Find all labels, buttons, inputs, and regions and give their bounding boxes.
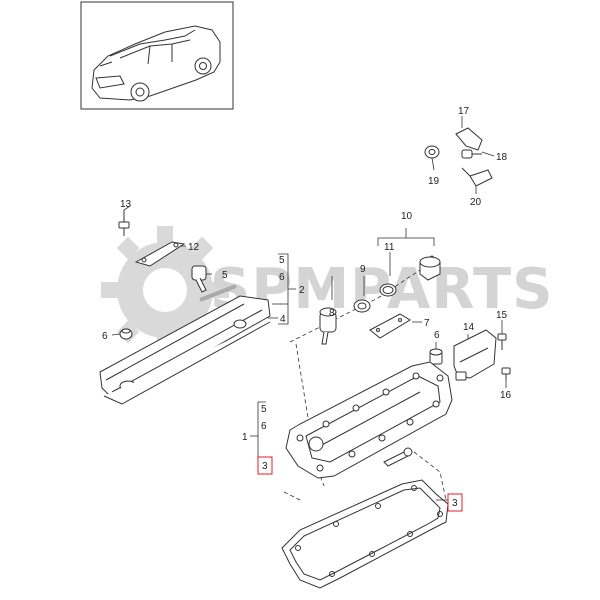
part-14-bracket [453, 329, 497, 381]
part-5-plug [191, 265, 207, 293]
callout-12: 12 [188, 242, 200, 253]
callout-20: 20 [470, 197, 482, 208]
callout-18: 18 [496, 152, 508, 163]
callout-3b: 3 [452, 498, 458, 509]
left-cover-ridge [199, 284, 237, 302]
callout-5a: 5 [222, 270, 228, 281]
vehicle-thumbnail [80, 1, 234, 110]
callout-14: 14 [463, 322, 475, 333]
highlight-callout-3a[interactable]: 3 [257, 456, 273, 475]
part-3-cover-gasket [281, 479, 449, 589]
part-9-ring-b [353, 299, 371, 313]
callout-17: 17 [458, 106, 470, 117]
part-9-seal-ring [379, 283, 397, 297]
part-1-valve-cover [285, 361, 453, 479]
callout-16: 16 [500, 390, 512, 401]
callout-6a: 6 [102, 331, 108, 342]
vehicle-icon [91, 25, 221, 102]
callout-19: 19 [428, 176, 440, 187]
highlight-callout-3b[interactable]: 3 [436, 493, 463, 512]
part-7-gasket [369, 313, 411, 339]
callout-7: 7 [424, 318, 430, 329]
callout-2: 2 [299, 285, 305, 296]
callout-6c: 6 [434, 330, 440, 341]
left-cover [99, 295, 271, 405]
callout-5c: 5 [261, 404, 267, 415]
callout-4: 4 [280, 314, 286, 325]
part-13-bolt [118, 210, 130, 236]
part-15-bolt [497, 333, 507, 350]
part-6-grommet [119, 328, 133, 340]
callout-6b: 6 [279, 272, 285, 283]
part-cover-stud [383, 447, 413, 467]
part-16-bolt [501, 367, 511, 380]
callout-10: 10 [401, 211, 413, 222]
part-8-valve [319, 307, 337, 345]
callout-8: 8 [329, 308, 335, 319]
callout-3a: 3 [262, 461, 268, 472]
part-20-sensor [461, 167, 493, 187]
callout-11: 11 [384, 242, 395, 253]
part-6-plug-right [429, 348, 443, 365]
callout-9: 9 [360, 264, 366, 275]
part-19-washer [424, 145, 440, 159]
part-10-oil-cap [419, 255, 441, 281]
callout-15: 15 [496, 310, 508, 321]
part-18-bolt [461, 149, 482, 159]
callout-6d: 6 [261, 421, 267, 432]
callout-1: 1 [242, 432, 248, 443]
part-12-bracket [134, 241, 186, 267]
callout-13: 13 [120, 199, 132, 210]
callout-5b: 5 [279, 255, 285, 266]
part-17-bracket [455, 127, 483, 151]
callouts: 13 12 5 6 5 6 2 4 10 11 9 8 7 6 14 15 16… [102, 106, 512, 443]
